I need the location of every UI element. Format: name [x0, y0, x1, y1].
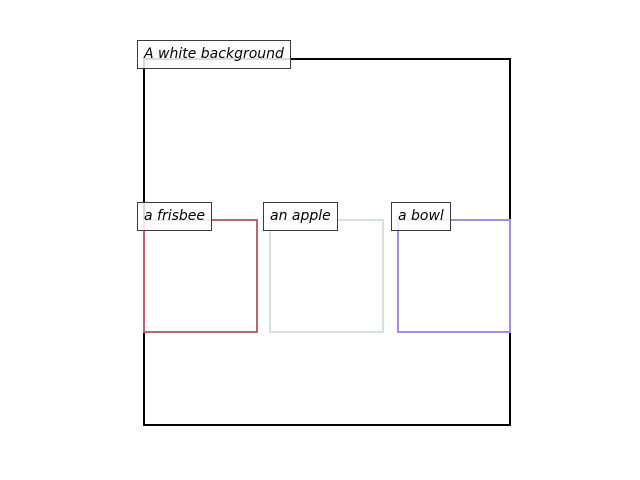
- apple-region-box: [269, 219, 384, 333]
- bowl-region-box: [397, 219, 511, 333]
- apple-region-label: an apple: [263, 202, 338, 231]
- bowl-region-label: a bowl: [391, 202, 451, 231]
- background-region-label: A white background: [137, 40, 291, 69]
- frisbee-region-box: [143, 219, 258, 333]
- frisbee-region-label: a frisbee: [137, 202, 213, 231]
